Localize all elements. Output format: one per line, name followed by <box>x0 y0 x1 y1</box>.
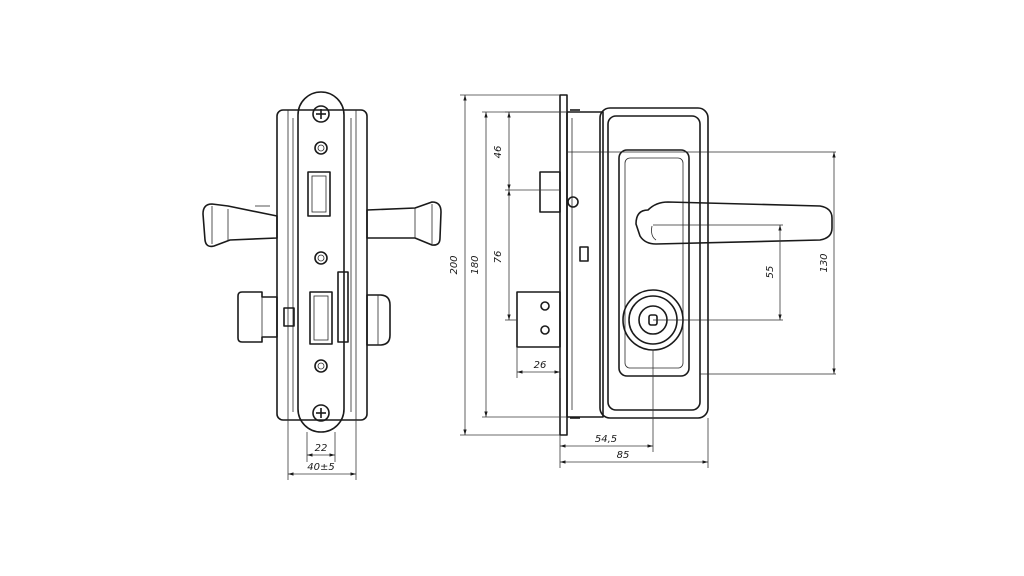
dim-latch-46: 46 <box>493 111 567 191</box>
thumbturn-left <box>237 291 278 343</box>
dim-label-54-5: 54,5 <box>595 434 617 445</box>
latch-bolt <box>307 171 331 217</box>
latch-block <box>539 171 561 213</box>
dim-label-46: 46 <box>493 146 504 159</box>
dim-label-26: 26 <box>534 360 547 371</box>
dim-height-200: 200 <box>449 94 560 436</box>
edge-plate <box>559 94 568 436</box>
dim-label-76: 76 <box>493 251 504 264</box>
dim-label-130: 130 <box>819 253 830 272</box>
rosette-outer <box>599 107 709 419</box>
dim-76: 76 <box>493 190 517 321</box>
faceplate-hole-2 <box>314 251 328 265</box>
faceplate <box>297 91 345 433</box>
escutcheon <box>618 149 690 377</box>
faceplate-screw-bottom <box>312 404 330 422</box>
dim-label-200: 200 <box>449 255 460 274</box>
dim-backset: 54,5 <box>559 350 654 468</box>
dim-label-85: 85 <box>617 450 630 461</box>
lever-handle <box>635 201 833 245</box>
handle-left <box>202 203 278 248</box>
dead-bolt <box>309 291 333 345</box>
dim-label-180: 180 <box>470 255 481 274</box>
faceplate-screw-top <box>312 105 330 123</box>
front-view: 22 40±5 <box>202 91 442 480</box>
dim-label-55: 55 <box>765 266 776 279</box>
dim-label-22: 22 <box>315 443 328 454</box>
door-leaf-outline <box>276 109 368 421</box>
dim-130: 130 <box>819 152 836 374</box>
lock-case <box>566 111 604 418</box>
dim-door-thickness: 40±5 <box>287 420 357 480</box>
dim-label-40: 40±5 <box>307 462 334 473</box>
cylinder-right <box>366 294 391 346</box>
deadbolt-block <box>516 291 561 348</box>
side-view: 200 180 46 76 26 <box>449 94 836 468</box>
rosette-inner <box>607 115 701 411</box>
dim-bolt-26: 26 <box>516 347 561 378</box>
dim-plate-width: 22 <box>306 432 336 462</box>
dim-depth-85: 85 <box>560 418 709 468</box>
handle-right <box>366 201 442 246</box>
faceplate-hole-3 <box>314 359 328 373</box>
faceplate-hole-1 <box>314 141 328 155</box>
dim-55: 55 <box>765 225 782 320</box>
dim-height-180: 180 <box>470 111 567 418</box>
